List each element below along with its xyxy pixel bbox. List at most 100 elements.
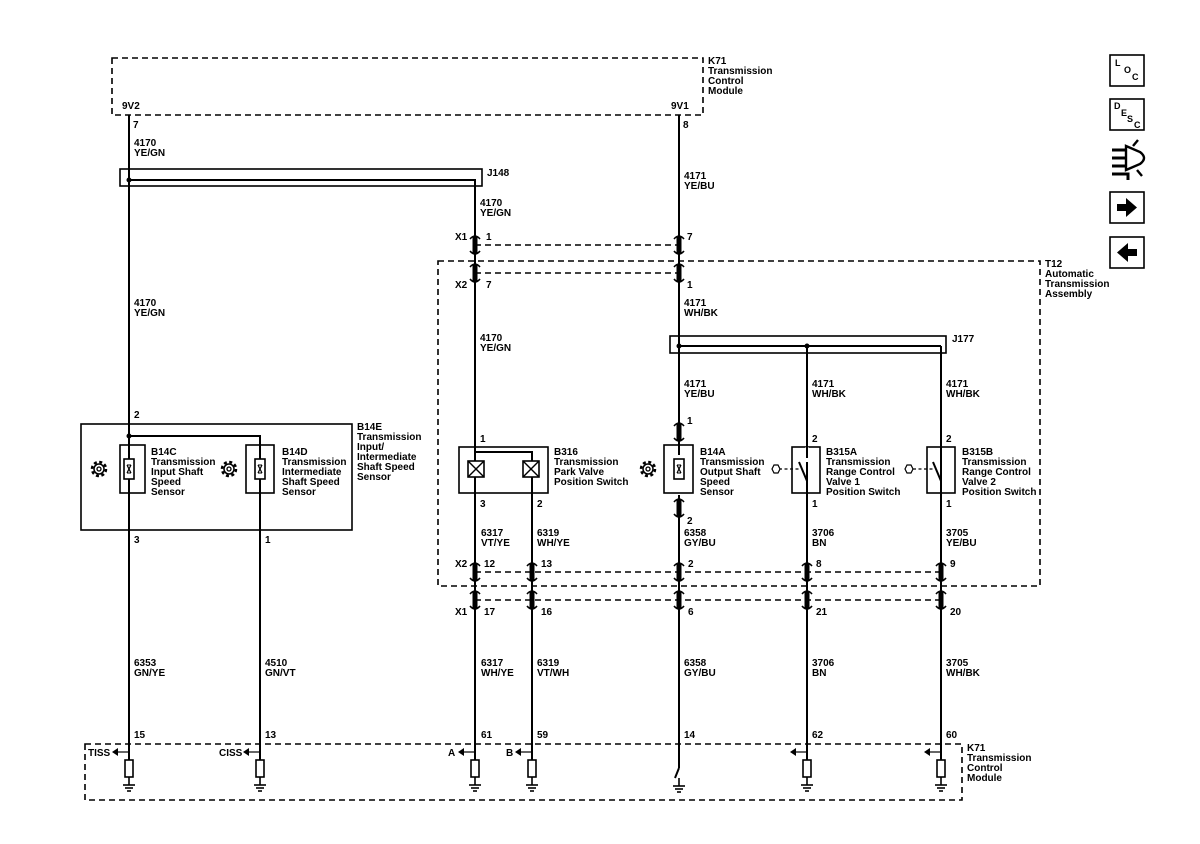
svg-text:O: O	[1124, 65, 1131, 75]
pin-number: 2	[687, 516, 693, 527]
b14e-label: B14E Transmission Input/ Intermediate Sh…	[357, 422, 424, 483]
signal-label-ciss: CISS	[219, 748, 243, 759]
connector-label-x1: X1	[455, 232, 468, 243]
pin-number: 1	[486, 232, 492, 243]
pin-number: 61	[481, 730, 493, 741]
svg-text:C: C	[1134, 120, 1141, 130]
b316-label: B316 Transmission Park Valve Position Sw…	[554, 447, 628, 488]
hex-actuator-icon	[904, 464, 914, 474]
k71-bottom-boundary	[84, 743, 963, 801]
pin-number: 6	[688, 607, 694, 618]
pin-number: 7	[687, 232, 693, 243]
b14a-label: B14A Transmission Output Shaft Speed Sen…	[700, 447, 767, 498]
splice-dots	[126, 177, 810, 439]
pin-number: 3	[480, 499, 486, 510]
t12-label: T12 Automatic Transmission Assembly	[1045, 259, 1112, 300]
pin-number: 2	[688, 559, 694, 570]
pin-number: 14	[684, 730, 696, 741]
connector-label-x1: X1	[455, 607, 468, 618]
pin-number: 1	[265, 535, 271, 546]
b315a-label: B315A Transmission Range Control Valve 1…	[826, 447, 900, 498]
description-button[interactable]: D E S C	[1109, 98, 1145, 131]
pin-number: 7	[486, 280, 492, 291]
location-button[interactable]: L O C	[1109, 54, 1145, 87]
signal-label-b: B	[506, 748, 513, 759]
b315b-label: B315B Transmission Range Control Valve 2…	[962, 447, 1036, 498]
gear-icon	[639, 460, 657, 478]
j148-splice	[119, 168, 483, 187]
svg-text:D: D	[1114, 101, 1121, 111]
pin-number: 8	[816, 559, 822, 570]
connector-end-view-button[interactable]	[1112, 139, 1146, 180]
b14c-sensor-element	[123, 458, 135, 480]
b316-switch-box	[458, 446, 549, 494]
svg-text:C: C	[1132, 72, 1139, 82]
pin-name-9v1: 9V1	[671, 101, 689, 112]
connector-plug-icon	[1112, 139, 1146, 180]
pin-number: 2	[537, 499, 543, 510]
b14d-label: B14D Transmission Intermediate Shaft Spe…	[282, 447, 349, 498]
pin-number: 15	[134, 730, 146, 741]
k71-bottom-label: K71 Transmission Control Module	[967, 743, 1034, 784]
b14d-sensor-box	[245, 444, 275, 494]
next-page-button[interactable]	[1109, 191, 1145, 224]
pin-number: 20	[950, 607, 962, 618]
pin-number: 13	[265, 730, 277, 741]
arrow-right-icon	[1117, 198, 1137, 217]
b14c-sensor-box	[119, 444, 146, 494]
k71-input-circuits	[112, 748, 948, 793]
pin-number: 9	[950, 559, 956, 570]
pin-number: 60	[946, 730, 958, 741]
pin-number: 12	[484, 559, 496, 570]
connector-label-x2: X2	[455, 559, 468, 570]
pin-number: 21	[816, 607, 828, 618]
splice-label-j148: J148	[487, 168, 510, 179]
k71-top-label: K71 Transmission Control Module	[708, 56, 775, 97]
b14a-sensor-element	[673, 458, 685, 480]
signal-label-tiss: TISS	[88, 748, 111, 759]
svg-text:E: E	[1121, 108, 1127, 118]
b14a-sensor-box	[663, 444, 694, 494]
pin-number: 17	[484, 607, 496, 618]
connector-label-x2: X2	[455, 280, 468, 291]
pin-number: 1	[687, 280, 693, 291]
pin-number: 62	[812, 730, 824, 741]
pin-number: 1	[812, 499, 818, 510]
k71-top-boundary	[111, 57, 704, 116]
b14d-sensor-element	[254, 458, 266, 480]
b316-switch-contact-2	[522, 460, 540, 478]
pin-number: 8	[683, 120, 689, 131]
previous-page-button[interactable]	[1109, 236, 1145, 269]
gear-icon	[220, 460, 238, 478]
pin-number: 3	[134, 535, 140, 546]
pin-number: 7	[133, 120, 139, 131]
pin-name-9v2: 9V2	[122, 101, 140, 112]
pin-number: 1	[687, 416, 693, 427]
wires	[128, 115, 942, 779]
svg-text:S: S	[1127, 114, 1133, 124]
pin-number: 1	[480, 434, 486, 445]
pin-numbers: 1 7 7 1 2 3 1 1 3 2 1 2 2 1 2 1 12 13 2 …	[134, 232, 962, 741]
arrow-left-icon	[1117, 243, 1137, 262]
